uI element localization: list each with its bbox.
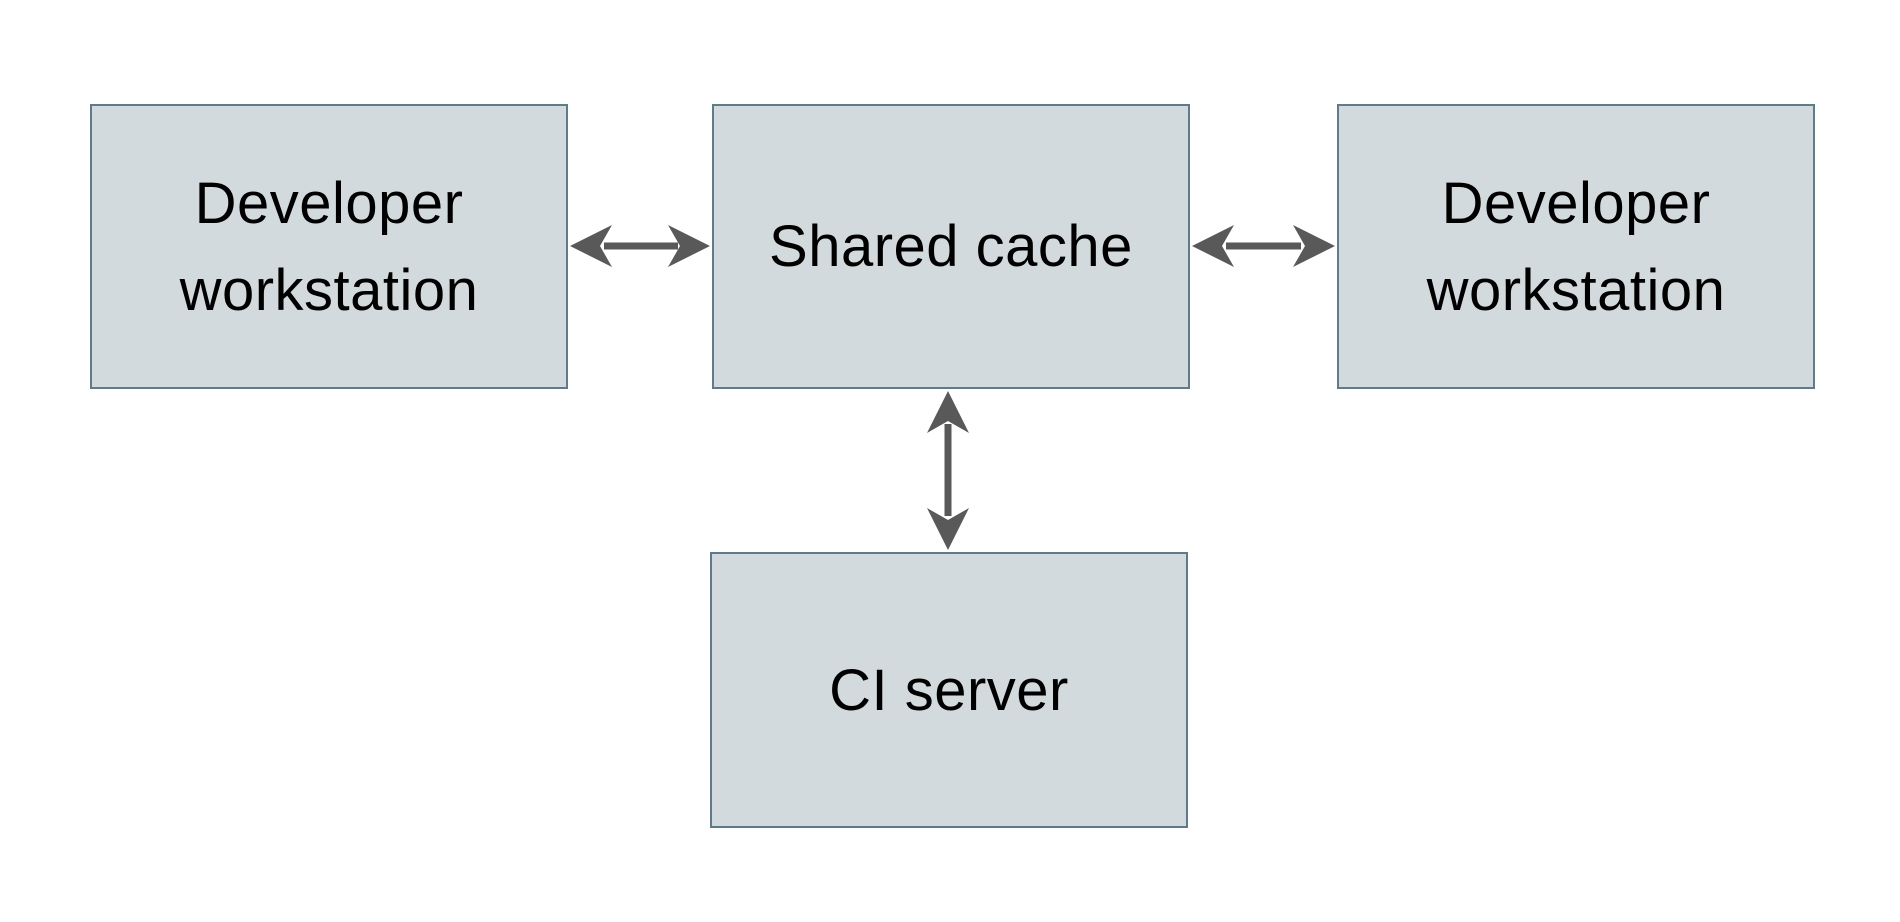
node-ci-server: CI server bbox=[710, 552, 1188, 828]
node-developer-workstation-right: Developer workstation bbox=[1337, 104, 1815, 389]
arrowhead-right-icon bbox=[668, 225, 710, 267]
edge-devleft-cache-bidirectional-arrow bbox=[570, 225, 710, 267]
node-label: Shared cache bbox=[769, 214, 1133, 279]
arrowhead-left-icon bbox=[1192, 225, 1234, 267]
arrowhead-up-icon bbox=[927, 391, 969, 433]
edge-cache-devright-bidirectional-arrow bbox=[1192, 225, 1335, 267]
arrowhead-right-icon bbox=[1293, 225, 1335, 267]
arrowhead-down-icon bbox=[927, 508, 969, 550]
node-label: Developer workstation bbox=[1426, 170, 1726, 323]
arrowhead-left-icon bbox=[570, 225, 612, 267]
node-label: Developer workstation bbox=[179, 170, 479, 323]
node-developer-workstation-left: Developer workstation bbox=[90, 104, 568, 389]
edge-cache-ciserver-bidirectional-arrow bbox=[927, 391, 969, 550]
node-shared-cache: Shared cache bbox=[712, 104, 1190, 389]
node-label: CI server bbox=[829, 657, 1069, 723]
